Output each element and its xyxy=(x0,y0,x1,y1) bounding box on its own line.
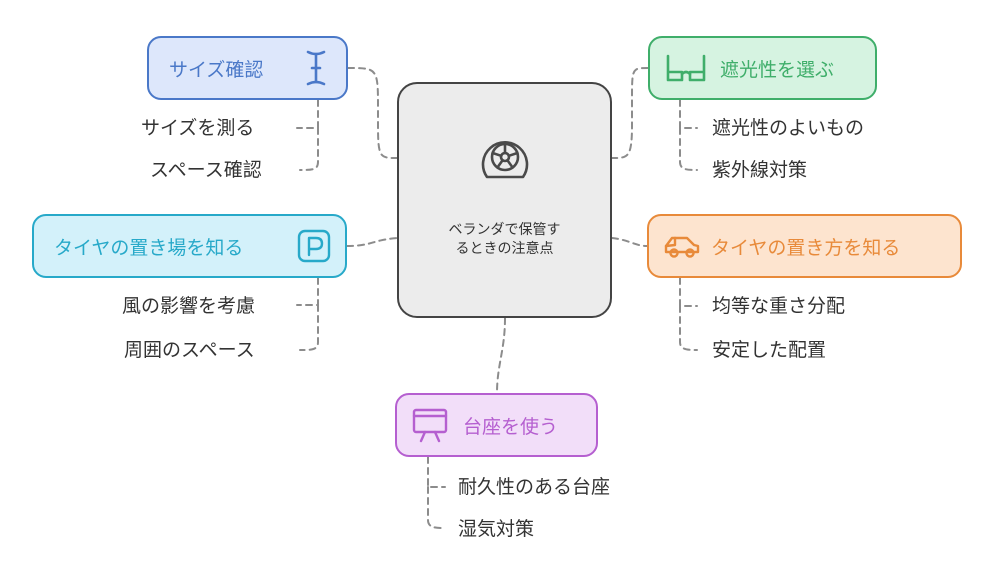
connector-size-leaf-1 xyxy=(296,99,319,129)
presentation-board-icon xyxy=(411,406,449,444)
leaf-durable-stand: 耐久性のある台座 xyxy=(458,476,611,498)
connector-size-leaf-2 xyxy=(299,127,319,171)
leaf-humidity-protection: 湿気対策 xyxy=(458,518,535,540)
car-icon xyxy=(663,231,701,261)
connector-stand-leaf-1 xyxy=(427,456,446,488)
center-topic-line-1: ベランダで保管す xyxy=(448,222,561,238)
connector-shade-leaf-1 xyxy=(679,99,698,129)
branch-placement-method-label: タイヤの置き方を知る xyxy=(711,236,901,259)
leaf-good-shade: 遮光性のよいもの xyxy=(712,117,865,139)
parking-icon xyxy=(297,229,331,263)
branch-placement-location-label: タイヤの置き場を知る xyxy=(54,236,244,259)
center-topic-text: ベランダで保管す るときの注意点 xyxy=(399,221,610,259)
branch-use-stand-label: 台座を使う xyxy=(463,415,559,438)
connector-stand-leaf-2 xyxy=(427,486,446,529)
connector-method xyxy=(611,237,648,247)
leaf-uv-protection: 紫外線対策 xyxy=(712,159,808,181)
branch-size-check-label: サイズ確認 xyxy=(169,58,264,81)
connector-place xyxy=(346,237,398,247)
branch-placement-location: タイヤの置き場を知る xyxy=(32,214,347,278)
center-topic-line-2: るときの注意点 xyxy=(455,241,554,257)
connector-shade-leaf-2 xyxy=(679,127,698,171)
tire-icon xyxy=(481,141,529,179)
connector-size xyxy=(347,67,398,159)
connector-shade xyxy=(611,67,649,159)
branch-shade: 遮光性を選ぶ xyxy=(648,36,877,100)
leaf-check-space: スペース確認 xyxy=(150,159,262,181)
center-topic-box: ベランダで保管す るときの注意点 xyxy=(397,82,612,318)
leaf-stable-placement: 安定した配置 xyxy=(712,339,827,361)
leaf-measure-size: サイズを測る xyxy=(141,117,255,139)
i-beam-measure-icon xyxy=(304,48,328,88)
connector-method-leaf-1 xyxy=(679,277,698,307)
branch-shade-label: 遮光性を選ぶ xyxy=(720,58,835,81)
connector-stand xyxy=(496,317,506,394)
glasses-icon xyxy=(664,48,708,88)
connector-method-leaf-2 xyxy=(679,305,698,351)
branch-placement-method: タイヤの置き方を知る xyxy=(647,214,962,278)
leaf-even-weight: 均等な重さ分配 xyxy=(712,295,846,317)
branch-use-stand: 台座を使う xyxy=(395,393,598,457)
branch-size-check: サイズ確認 xyxy=(147,36,348,100)
leaf-wind-effect: 風の影響を考慮 xyxy=(122,295,256,317)
connector-place-leaf-1 xyxy=(296,277,319,306)
leaf-surrounding-space: 周囲のスペース xyxy=(124,339,255,361)
connector-place-leaf-2 xyxy=(299,304,319,351)
